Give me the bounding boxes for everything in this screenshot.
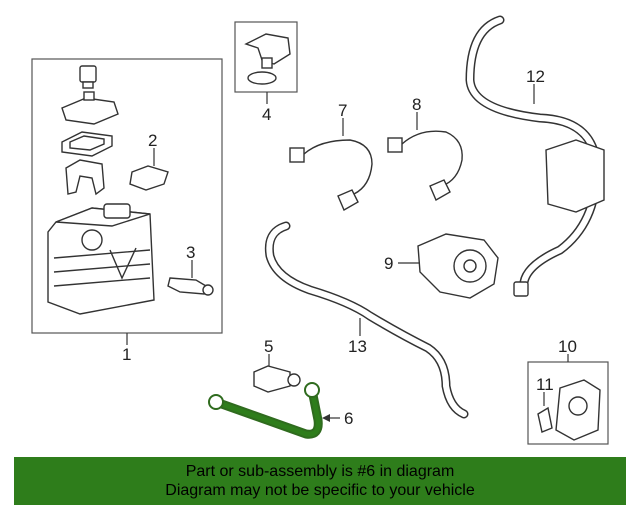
part-6-end-right (304, 382, 320, 398)
info-banner: Part or sub-assembly is #6 in diagram Di… (14, 457, 626, 505)
callout-1[interactable]: 1 (122, 345, 131, 364)
part-4-connector (261, 57, 273, 69)
callout-13[interactable]: 13 (348, 337, 367, 356)
part-13-hose-inner (266, 223, 467, 417)
part-6-arrowhead (322, 414, 330, 422)
callout-4[interactable]: 4 (262, 105, 271, 124)
part-6-end-left (208, 394, 224, 410)
callout-8[interactable]: 8 (412, 95, 421, 114)
part-5-valve (253, 365, 291, 393)
part-7-group[interactable] (289, 118, 373, 211)
part-12-hose-inner (467, 17, 600, 293)
callout-2[interactable]: 2 (148, 131, 157, 150)
canister-cap-base (82, 81, 94, 89)
banner-line-2: Diagram may not be specific to your vehi… (165, 482, 475, 499)
part-8-probe (429, 179, 451, 201)
callout-12[interactable]: 12 (526, 67, 545, 86)
part-6-group[interactable] (208, 382, 340, 439)
part-4-sensor (244, 33, 291, 65)
canister-cap (79, 65, 97, 83)
canister-v-mark (109, 247, 137, 280)
callout-10[interactable]: 10 (558, 337, 577, 356)
part-7-wire (303, 139, 373, 195)
part-9-hub (463, 259, 477, 273)
callout-6[interactable]: 6 (344, 409, 353, 428)
canister-port (103, 203, 131, 219)
canister-plate (61, 97, 119, 125)
part-13-group[interactable] (264, 221, 469, 419)
part-10-group[interactable] (527, 354, 609, 445)
callout-7[interactable]: 7 (338, 101, 347, 120)
canister-gasket-inner (69, 135, 105, 151)
part-5-group[interactable] (253, 354, 301, 393)
part-7-connector (289, 147, 305, 163)
part-12-resonator (545, 139, 605, 213)
part-6-hose-inner (213, 387, 321, 437)
part-11-gasket (537, 406, 553, 433)
part-5-port (287, 373, 301, 387)
part-12-end (513, 281, 529, 297)
part-10-port (568, 396, 588, 416)
part-9-group[interactable] (398, 233, 499, 299)
callout-11[interactable]: 11 (536, 375, 554, 394)
part-12-group[interactable] (465, 15, 605, 297)
part-4-group[interactable] (234, 21, 298, 104)
part-4-frame (234, 21, 298, 93)
canister-clip (65, 159, 105, 196)
callout-9[interactable]: 9 (384, 254, 393, 273)
part-8-connector (387, 137, 403, 153)
part-7-probe (337, 189, 359, 211)
part-1-group[interactable] (31, 58, 223, 345)
part-2-valve (129, 165, 169, 191)
part-4-oring (247, 71, 277, 85)
part-3-sensor (167, 277, 207, 295)
parts-diagram: 1 2 3 4 5 6 7 8 9 10 11 12 13 (31, 15, 609, 445)
canister-plate-nub (83, 91, 95, 101)
callout-5[interactable]: 5 (264, 337, 273, 356)
part-8-group[interactable] (387, 112, 463, 201)
banner-line-1: Part or sub-assembly is #6 in diagram (185, 463, 455, 480)
part-8-wire (401, 130, 463, 187)
part-3-sensor-tip (202, 284, 214, 296)
callout-3[interactable]: 3 (186, 243, 195, 262)
canister-round-port (81, 229, 103, 251)
part-6-hose (211, 385, 323, 439)
